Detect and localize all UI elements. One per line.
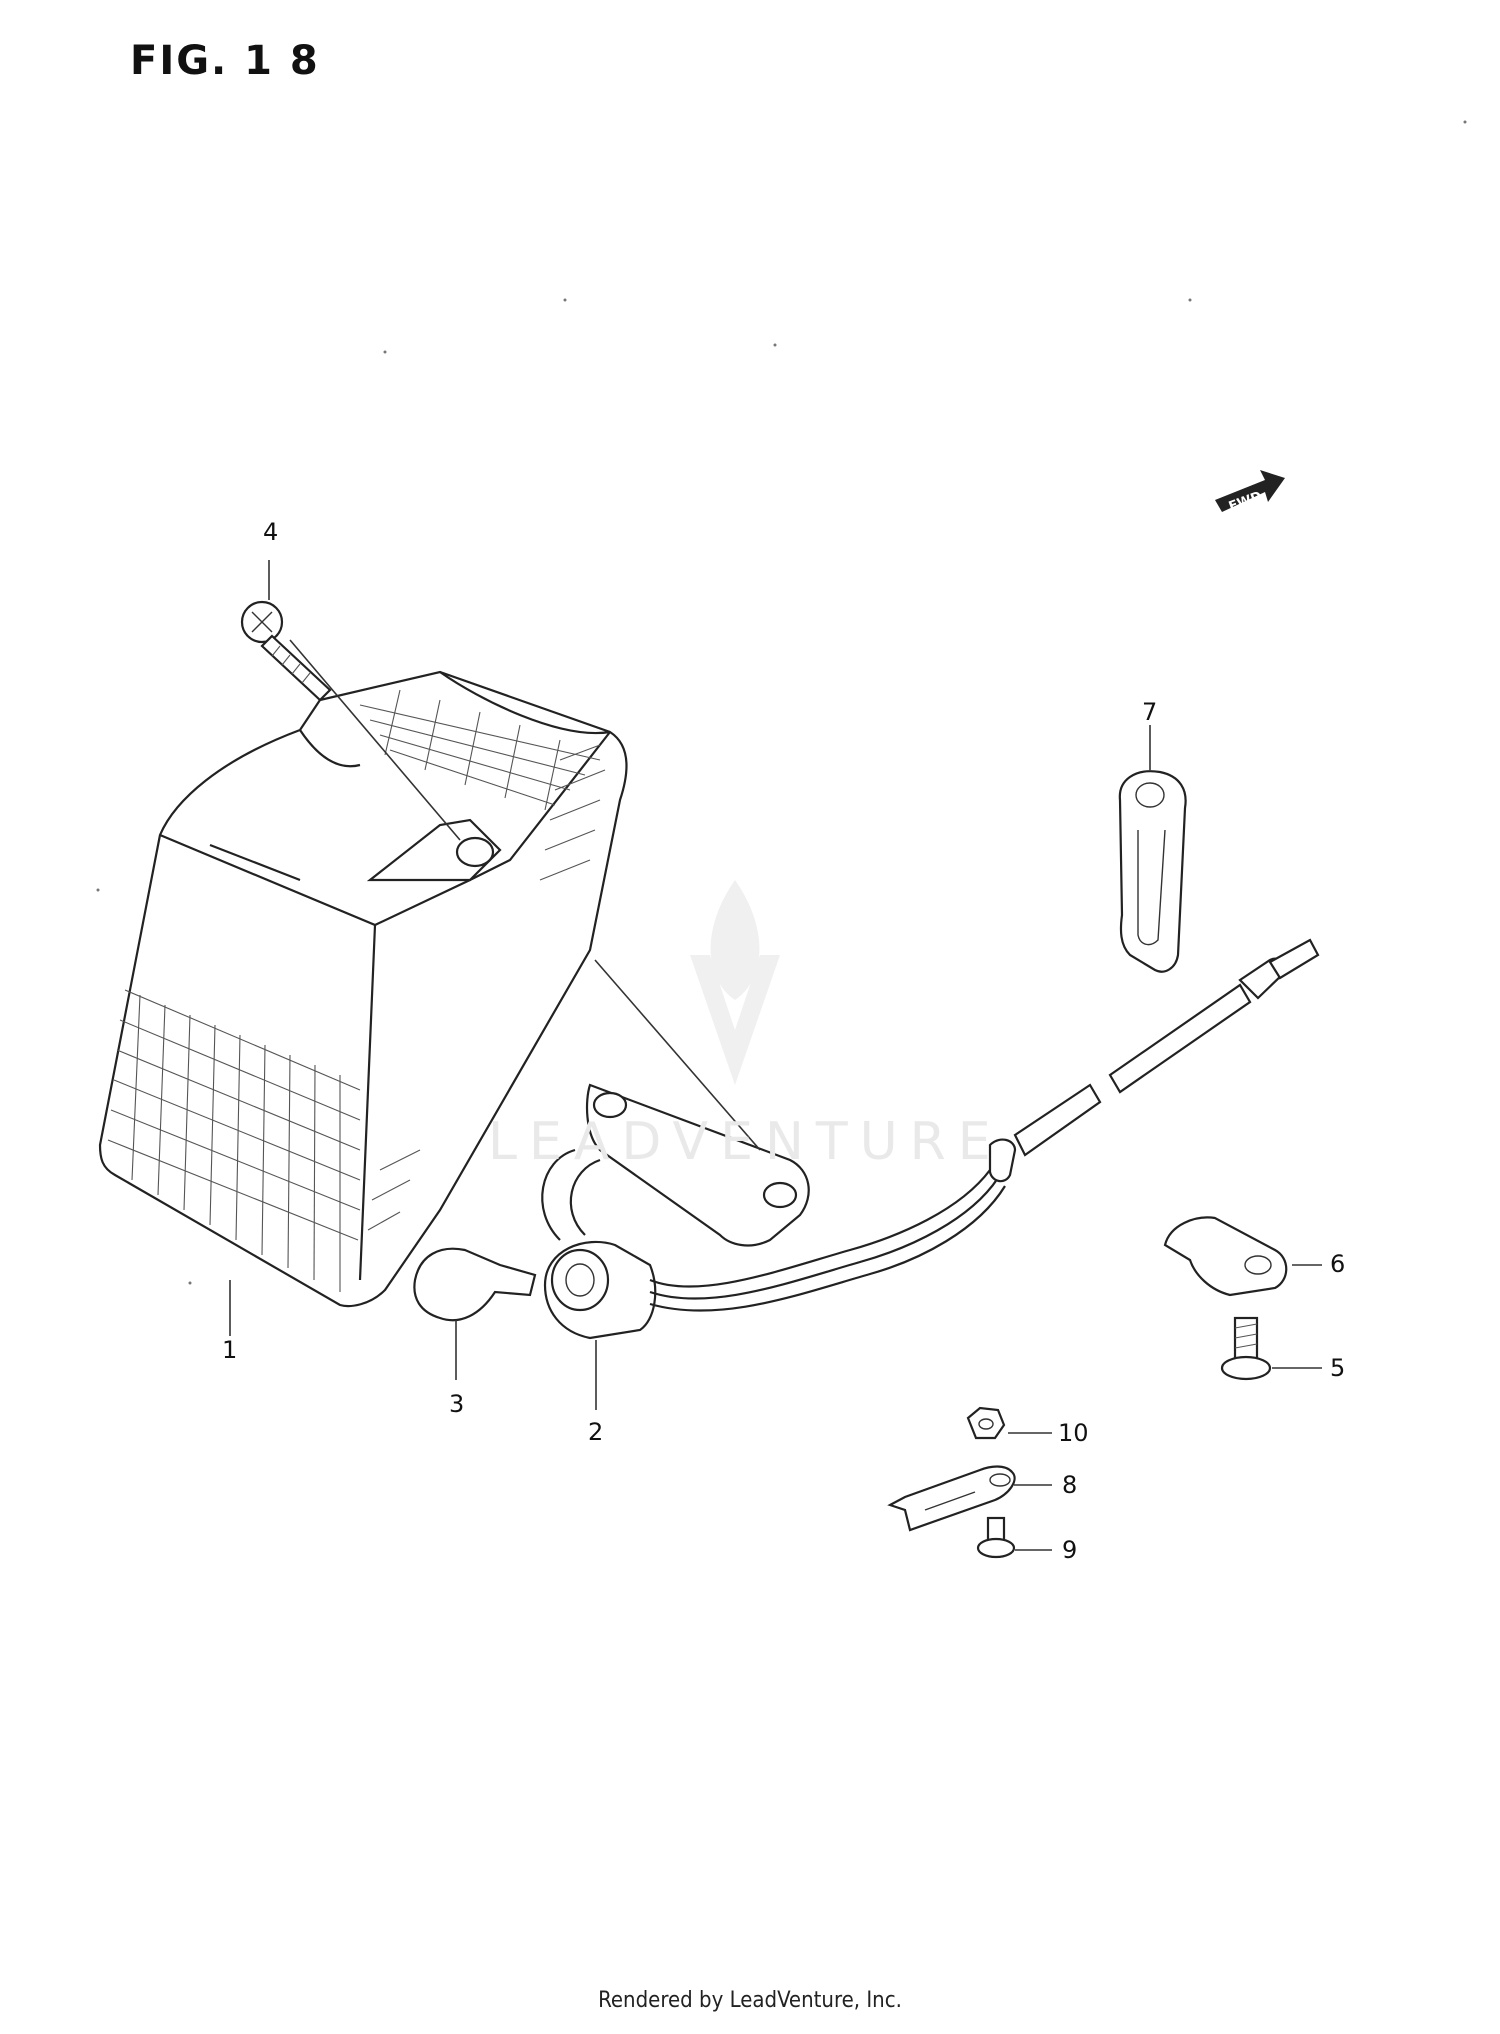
part-10-nut bbox=[966, 1406, 1006, 1440]
part-9-screw bbox=[976, 1516, 1016, 1559]
part-5-bolt bbox=[1220, 1316, 1272, 1381]
callout-10: 10 bbox=[1058, 1419, 1089, 1447]
figure-title: FIG. 1 8 bbox=[130, 38, 320, 84]
watermark-logo bbox=[690, 880, 780, 1085]
part-8-bracket bbox=[887, 1465, 1016, 1532]
callout-6: 6 bbox=[1330, 1250, 1346, 1278]
part-3-bulb bbox=[413, 1247, 537, 1322]
part-2-socket-harness bbox=[541, 938, 1320, 1340]
callout-2: 2 bbox=[588, 1418, 604, 1446]
callout-5: 5 bbox=[1330, 1354, 1346, 1382]
callout-9: 9 bbox=[1062, 1536, 1078, 1564]
front-direction-arrow: FWD bbox=[1215, 470, 1285, 515]
part-1-lens-housing bbox=[98, 670, 628, 1308]
part-6-clamp bbox=[1163, 1216, 1288, 1297]
watermark-text: LEADVENTURE bbox=[488, 1112, 1003, 1172]
footer-credit: Rendered by LeadVenture, Inc. bbox=[598, 1988, 902, 2013]
callout-4: 4 bbox=[263, 518, 279, 546]
callout-7: 7 bbox=[1142, 698, 1158, 726]
callout-8: 8 bbox=[1062, 1471, 1078, 1499]
leader-lines bbox=[229, 560, 1322, 1551]
callout-3: 3 bbox=[449, 1390, 465, 1418]
scan-specks bbox=[96, 120, 1467, 1285]
part-4-screw bbox=[240, 600, 332, 702]
callout-1: 1 bbox=[222, 1336, 238, 1364]
part-7-strap bbox=[1118, 770, 1187, 973]
